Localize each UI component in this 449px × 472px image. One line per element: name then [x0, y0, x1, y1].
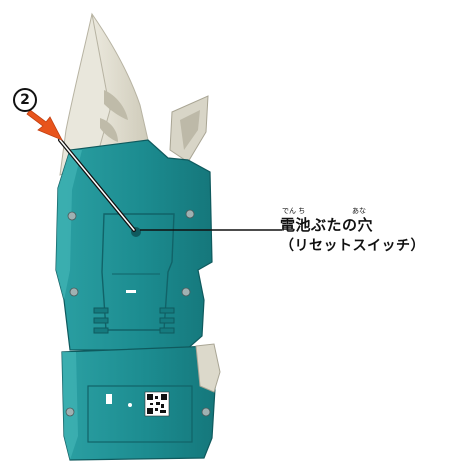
step-number-marker: 2: [13, 88, 37, 112]
blade-top: [59, 12, 209, 176]
device-base: [61, 343, 221, 461]
port-slot: [106, 394, 112, 404]
device-body: [55, 139, 213, 351]
screw-icon: [67, 211, 77, 221]
furigana-den-chi: でん ち: [282, 207, 306, 215]
callout-sub-text: （リセットスイッチ）: [280, 238, 425, 254]
screw-icon: [181, 287, 191, 297]
furigana-row: でん ち あな: [280, 206, 425, 216]
furigana-ana: あな: [352, 207, 366, 215]
screw-icon: [185, 209, 195, 219]
screw-icon: [201, 407, 211, 417]
qr-code: [144, 391, 170, 417]
callout-label: でん ち あな 電池ぶたの穴 （リセットスイッチ）: [280, 206, 425, 256]
screw-icon: [69, 287, 79, 297]
screw-icon: [65, 407, 75, 417]
callout-main-text: 電池ぶたの穴: [280, 216, 374, 234]
reset-pin: [58, 138, 136, 232]
insert-arrow-icon: [26, 109, 63, 141]
indicator-slot: [126, 290, 136, 293]
